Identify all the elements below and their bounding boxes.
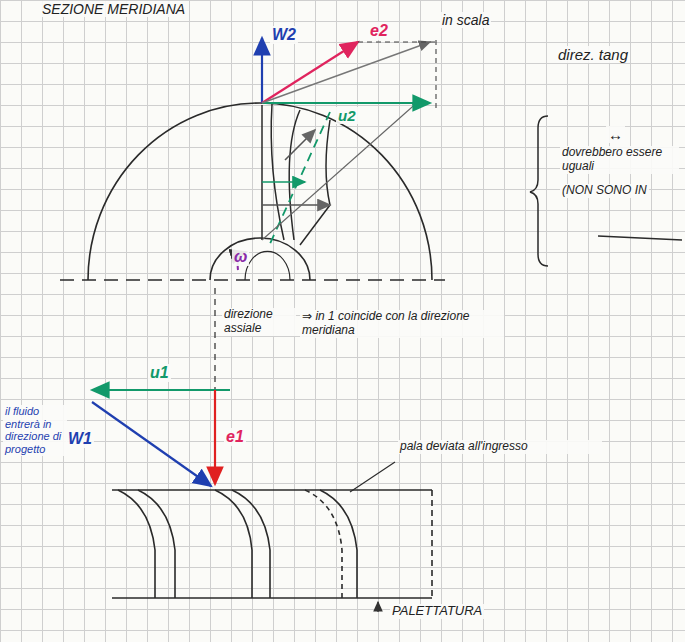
blade-meridional xyxy=(262,104,330,245)
section-title: SEZIONE MERIDIANA xyxy=(40,1,187,17)
blade-meridional-part xyxy=(271,104,284,240)
note: ⇒ in 1 coincide con la direzione meridia… xyxy=(300,310,504,338)
inlet-triangle xyxy=(92,390,230,486)
green-dashed-line xyxy=(268,112,330,248)
bracket xyxy=(530,116,682,266)
blade-row-part xyxy=(215,490,252,598)
blade-row-part xyxy=(431,490,433,598)
outlet-triangle-part xyxy=(261,38,263,103)
inlet-triangle-part xyxy=(92,389,230,391)
blade-row-part xyxy=(112,597,432,599)
meridional-section xyxy=(60,103,445,395)
meridional-section-part xyxy=(210,238,310,280)
rotation-label: ω xyxy=(232,248,249,266)
blade-row-part xyxy=(320,490,357,598)
intermediate-vectors-part xyxy=(262,204,330,206)
intermediate-vectors-part xyxy=(262,100,420,240)
blade-meridional-part xyxy=(289,110,300,240)
blade-row-part xyxy=(232,490,270,598)
note-symbol: ↔ xyxy=(606,126,625,143)
note: direz. tang xyxy=(556,46,630,63)
meridional-section-part xyxy=(245,251,290,280)
vector-label: e2 xyxy=(368,22,390,40)
note: il fluido entrerà in direzione di proget… xyxy=(3,405,67,456)
blade-row-part xyxy=(305,490,342,598)
blade-row-part xyxy=(350,462,395,492)
vector-label: W1 xyxy=(66,430,94,448)
intermediate-vectors xyxy=(262,100,420,240)
blade-row-part xyxy=(138,490,175,598)
note: (NON SONO IN xyxy=(560,184,649,198)
outlet-triangle-part xyxy=(262,42,430,103)
meridional-section-part xyxy=(214,288,215,395)
note: dovrebbero essere uguali xyxy=(560,146,679,174)
inlet-triangle-part xyxy=(214,390,216,484)
inlet-triangle-part xyxy=(92,402,211,486)
axis-note: direzione assiale xyxy=(222,308,296,336)
blade-row xyxy=(112,462,432,612)
intermediate-vectors-part xyxy=(262,181,305,183)
vector-label: u1 xyxy=(148,364,171,382)
outlet-triangle-part xyxy=(262,102,430,104)
outlet-triangle xyxy=(262,38,436,108)
outlet-triangle-part xyxy=(358,41,436,42)
blade-row-part xyxy=(118,490,155,598)
bracket-part xyxy=(598,236,682,240)
outlet-triangle-part xyxy=(262,42,358,103)
blade-row-part xyxy=(112,489,432,491)
vector-label: u2 xyxy=(336,107,358,124)
vector-label: e1 xyxy=(224,428,246,446)
meridional-section-part xyxy=(60,279,445,281)
part-name: PALETTATURA xyxy=(390,604,484,619)
meridional-section-part xyxy=(88,103,432,280)
bracket-part xyxy=(530,116,548,266)
blade-note: pala deviata all'ingresso xyxy=(398,440,602,454)
blade-meridional-part xyxy=(261,105,263,240)
intermediate-vectors-part xyxy=(285,130,315,160)
note: in scala xyxy=(440,12,491,28)
vector-label: W2 xyxy=(270,26,298,44)
outlet-triangle-part xyxy=(435,40,436,108)
blade-row-part xyxy=(377,602,378,612)
